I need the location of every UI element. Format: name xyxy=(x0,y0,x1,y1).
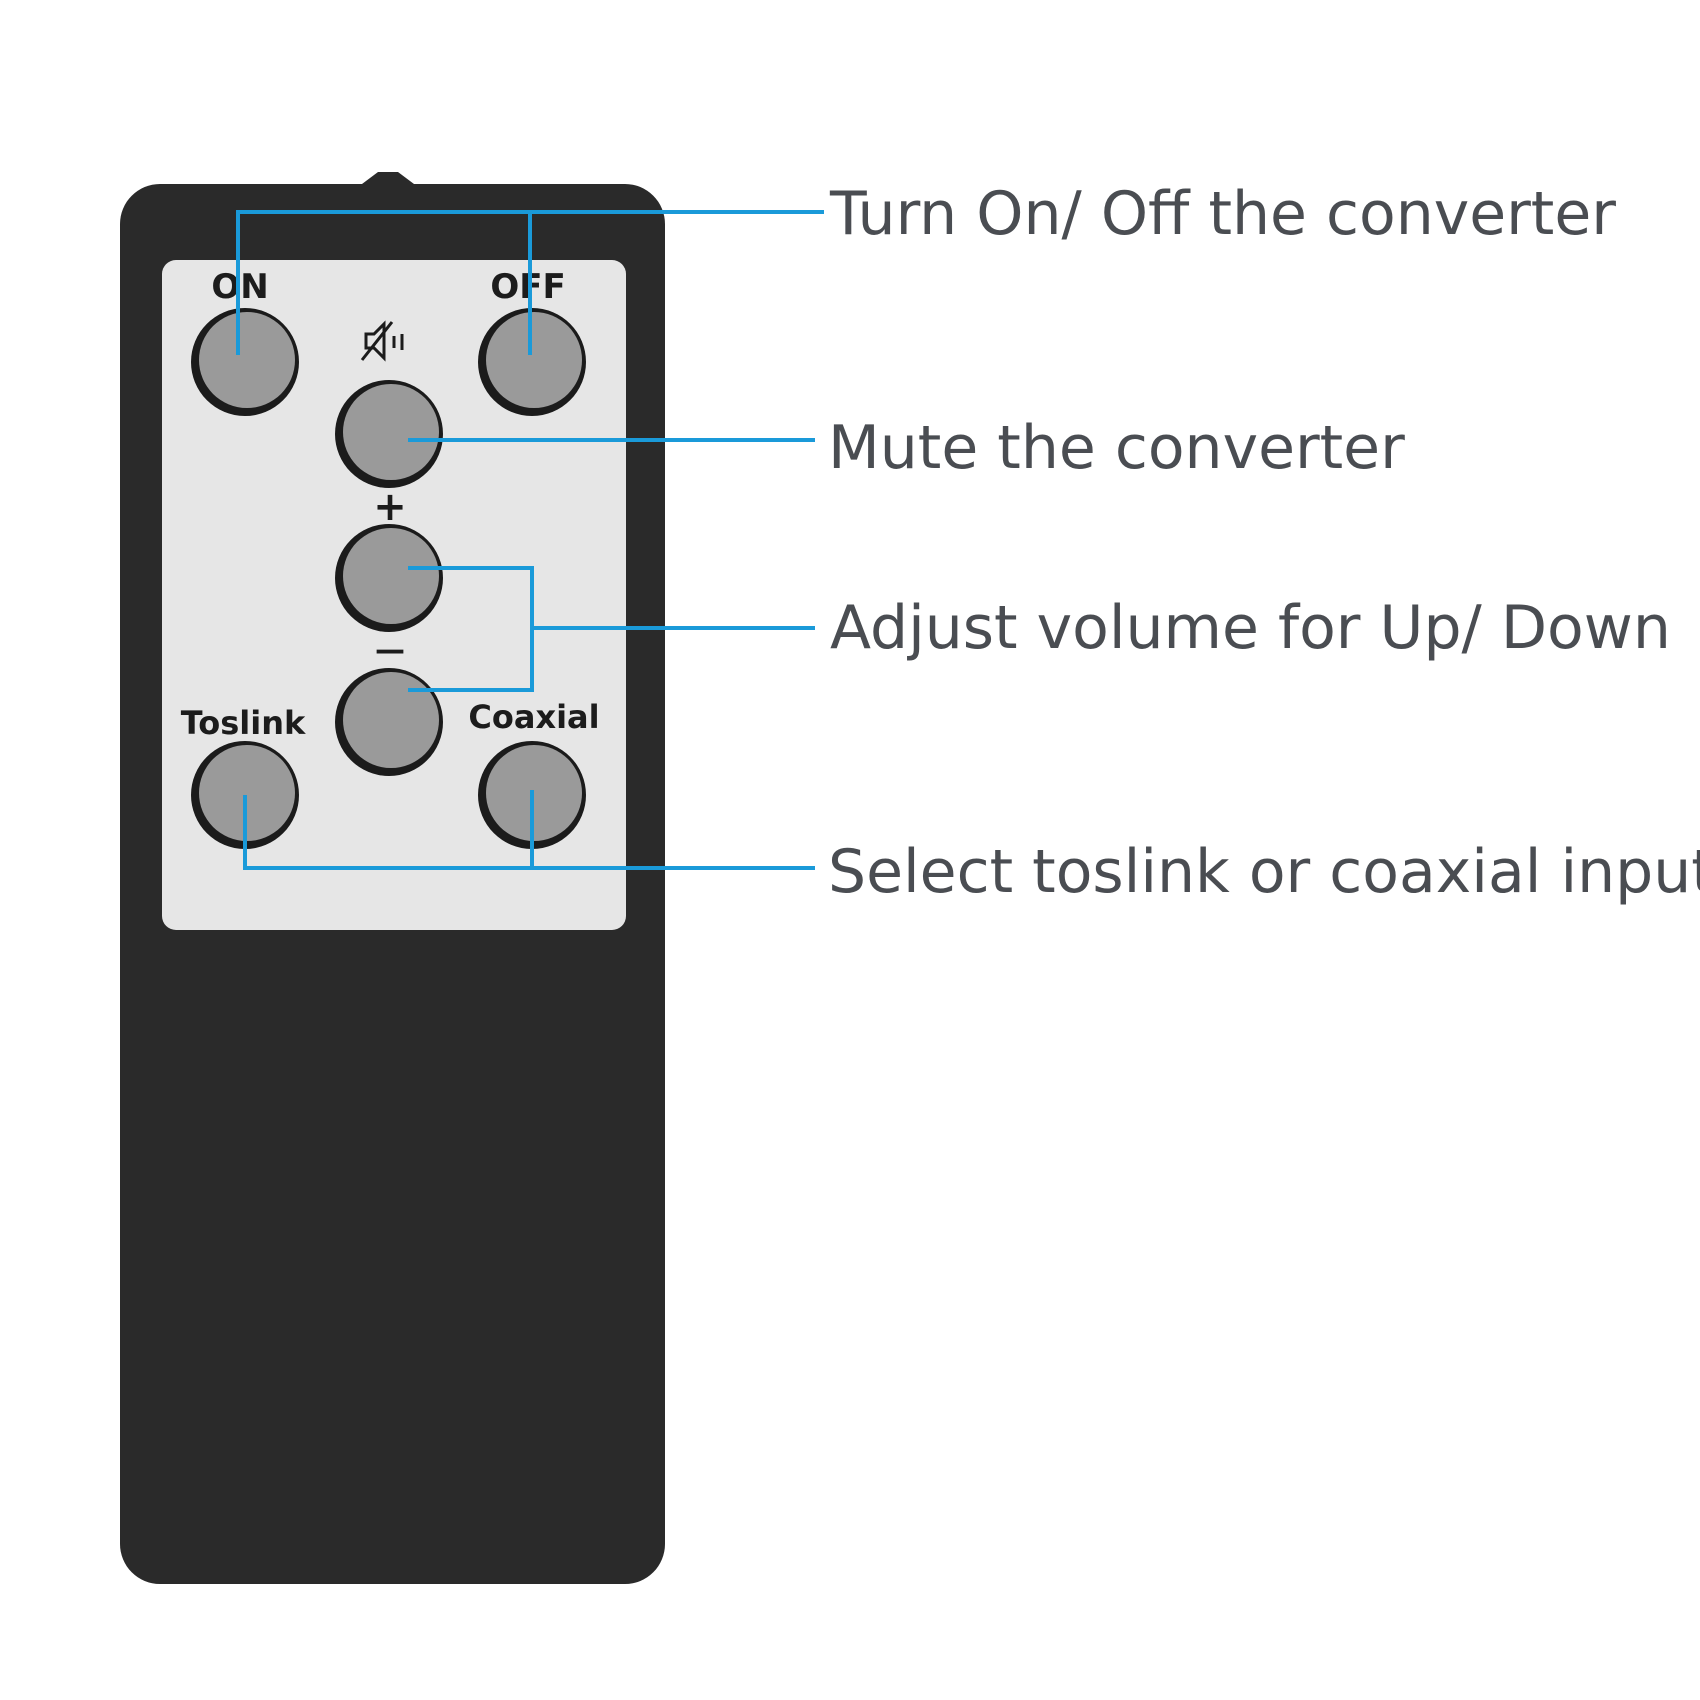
mute-button[interactable] xyxy=(335,380,443,488)
leader-power xyxy=(236,210,824,355)
callout-mute: Mute the converter xyxy=(828,413,1405,483)
callout-volume: Adjust volume for Up/ Down xyxy=(830,593,1671,663)
leader-input xyxy=(243,795,815,870)
speaker-mute-icon xyxy=(360,320,404,362)
volume-up-button[interactable] xyxy=(335,524,443,632)
callout-input: Select toslink or coaxial input xyxy=(828,837,1700,907)
remote-control: ON OFF + — Toslink Coaxial xyxy=(120,172,665,1584)
callout-power: Turn On/ Off the converter xyxy=(829,179,1616,249)
remote-notch xyxy=(362,172,414,184)
leader-lines xyxy=(236,210,824,870)
off-button[interactable] xyxy=(478,308,586,416)
coaxial-label: Coaxial xyxy=(468,698,599,736)
volume-down-button[interactable] xyxy=(335,668,443,776)
plus-label: + xyxy=(373,484,407,530)
minus-label: — xyxy=(375,633,405,668)
on-button[interactable] xyxy=(191,308,299,416)
toslink-label: Toslink xyxy=(181,704,306,742)
